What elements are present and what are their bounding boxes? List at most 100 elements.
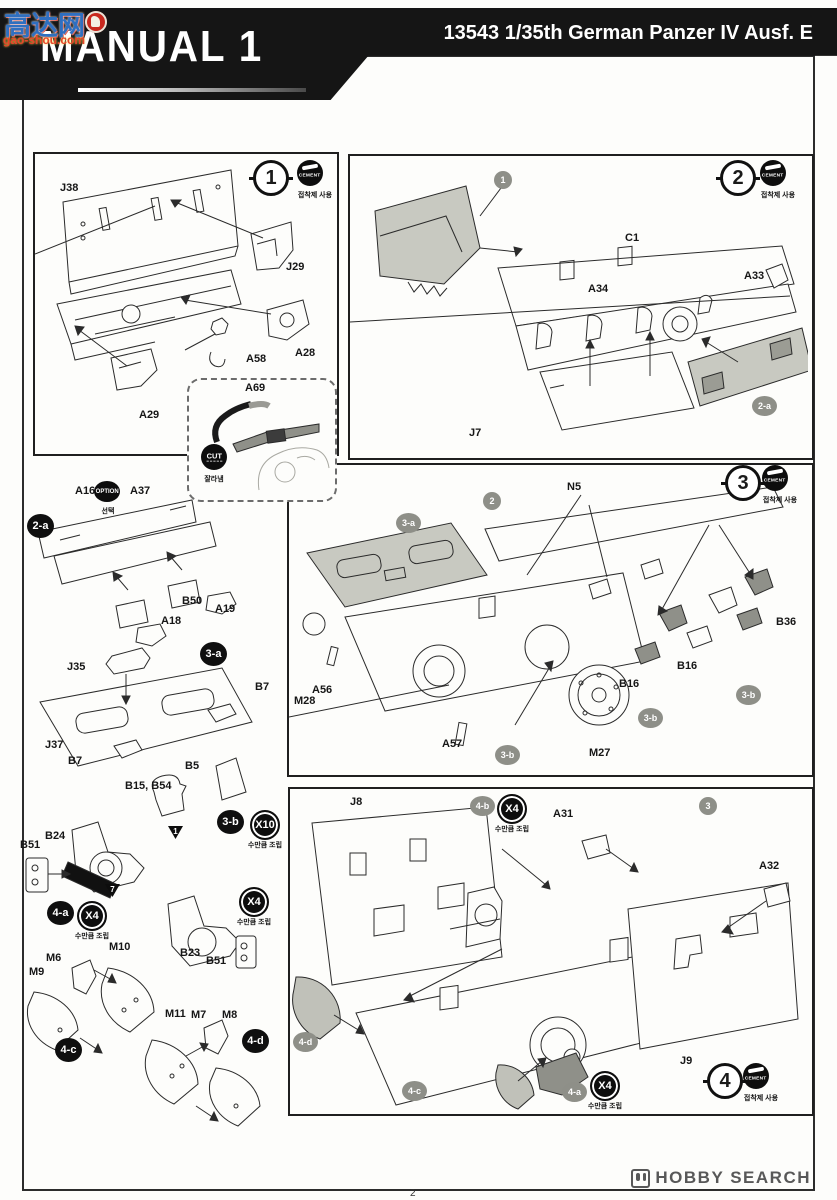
- part-label-a31: A31: [553, 808, 574, 820]
- ref-badge-step1-result: 1: [494, 171, 512, 189]
- x4-multiplier-icon-b23: X4: [239, 887, 269, 917]
- subassembly-drawings: [25, 499, 261, 1127]
- cut-icon: CUT: [201, 444, 227, 470]
- part-label-b23: B23: [180, 947, 201, 959]
- part-label-b16-1: B16: [619, 678, 640, 690]
- step1-exploded-view-drawing: [35, 169, 310, 391]
- part-label-m10: M10: [109, 941, 131, 953]
- step3-exploded-view-drawing: [289, 486, 784, 747]
- ref-badge-step2-result: 2: [483, 492, 501, 510]
- ref-badge-4d: 4-d: [293, 1032, 318, 1052]
- part-label-b5: B5: [185, 760, 200, 772]
- part-label-m8: M8: [222, 1009, 238, 1021]
- part-label-m28: M28: [294, 695, 316, 707]
- manual-title-underline: [78, 88, 306, 92]
- option-caption: 선택: [101, 508, 115, 515]
- part-label-a37: A37: [130, 485, 151, 497]
- part-label-m9: M9: [29, 966, 45, 978]
- part-label-b24: B24: [45, 830, 66, 842]
- product-title: 13543 1/35th German Panzer IV Ausf. E: [443, 22, 813, 44]
- subassembly-badge-4a: 4-a: [47, 901, 74, 925]
- part-label-j38: J38: [60, 182, 79, 194]
- part-label-a34: A34: [588, 283, 609, 295]
- part-label-a56: A56: [312, 684, 333, 696]
- watermark-site-name: 高达网: [4, 11, 85, 41]
- ref-badge-3b-2: 3-b: [638, 708, 663, 728]
- x4-multiplier-icon-4a-panel: X4: [590, 1071, 620, 1101]
- part-label-j37: J37: [45, 739, 64, 751]
- step1-panel: [33, 152, 339, 456]
- hobby-search-logo: HOBBY SEARCH: [631, 1168, 811, 1188]
- cement-icon-step1: CEMENT: [297, 160, 323, 186]
- part-label-j7: J7: [469, 427, 482, 439]
- step2-number: 2: [716, 160, 760, 196]
- step2-panel: [348, 154, 814, 460]
- ref-badge-3a: 3-a: [396, 513, 421, 533]
- step4-panel: [288, 787, 814, 1116]
- part-label-m11: M11: [165, 1008, 186, 1020]
- part-label-c1: C1: [625, 232, 640, 244]
- part-label-a57: A57: [442, 738, 463, 750]
- subassembly-badge-3a: 3-a: [200, 642, 227, 666]
- subassembly-badge-2a: 2-a: [27, 514, 54, 538]
- part-label-a19: A19: [215, 603, 236, 615]
- part-label-a18: A18: [161, 615, 182, 627]
- part-label-j8: J8: [350, 796, 363, 808]
- cement-caption-step1: 접착제 사용: [297, 192, 333, 199]
- ref-badge-4c: 4-c: [402, 1081, 427, 1101]
- part-label-a16: A16: [75, 485, 96, 497]
- x4-caption-4b: 수만큼 조립: [494, 826, 530, 833]
- cut-caption: 잘라냄: [204, 476, 224, 483]
- option-icon: OPTION: [94, 481, 120, 502]
- step4-number: 4: [703, 1063, 747, 1099]
- x4-multiplier-icon-4a: X4: [77, 901, 107, 931]
- x4-caption-4a-panel: 수만큼 조립: [587, 1103, 623, 1110]
- subassembly-badge-4d: 4-d: [242, 1029, 269, 1053]
- part-label-a33: A33: [744, 270, 765, 282]
- watermark-logo: 高达网: [4, 4, 107, 43]
- part-label-a29: A29: [139, 409, 160, 421]
- cement-icon-step4: CEMENT: [743, 1063, 769, 1089]
- cement-icon-step3: CEMENT: [762, 465, 788, 491]
- part-label-j29: J29: [286, 261, 305, 273]
- step2-exploded-view-drawing: [350, 175, 808, 431]
- hobby-search-icon: [631, 1168, 651, 1188]
- part-label-b15-b54: B15, B54: [125, 780, 172, 792]
- part-label-b36: B36: [776, 616, 797, 628]
- manual-title: MANUAL 1: [40, 22, 264, 71]
- part-label-m6: M6: [46, 952, 62, 964]
- part-label-n5: N5: [567, 481, 582, 493]
- part-label-b7-2: B7: [68, 755, 83, 767]
- ref-badge-step3-result: 3: [699, 797, 717, 815]
- part-label-m27: M27: [589, 747, 611, 759]
- cut-instruction-drawing: [212, 401, 330, 491]
- x10-multiplier-icon: X10: [250, 810, 280, 840]
- watermark-url: gao-shou.com: [3, 33, 86, 47]
- part-label-j9: J9: [680, 1055, 693, 1067]
- ref-badge-2a: 2-a: [752, 396, 777, 416]
- cement-caption-step3: 접착제 사용: [762, 497, 798, 504]
- part-label-b51-1: B51: [20, 839, 41, 851]
- x4-caption-4a: 수만큼 조립: [74, 933, 110, 940]
- ref-badge-3b-1: 3-b: [495, 745, 520, 765]
- part-label-a32: A32: [759, 860, 780, 872]
- part-label-b7-1: B7: [255, 681, 270, 693]
- cement-caption-step2: 접착제 사용: [760, 192, 796, 199]
- part-label-m7: M7: [191, 1009, 207, 1021]
- cement-icon-step2: CEMENT: [760, 160, 786, 186]
- page-number: 2: [410, 1188, 416, 1199]
- hobby-search-wordmark: HOBBY SEARCH: [655, 1168, 811, 1187]
- cement-caption-step4: 접착제 사용: [743, 1095, 779, 1102]
- x4-caption-b23: 수만큼 조립: [236, 919, 272, 926]
- part-label-j35: J35: [67, 661, 86, 673]
- ref-badge-4b: 4-b: [470, 796, 495, 816]
- page-frame: [22, 55, 815, 1191]
- x10-caption: 수만큼 조립: [247, 842, 283, 849]
- ref-badge-4a: 4-a: [562, 1082, 587, 1102]
- part-label-b16-2: B16: [677, 660, 698, 672]
- cut-instruction-box: A69 CUT 잘라냄: [187, 378, 337, 502]
- part-label-a58: A58: [246, 353, 267, 365]
- part-label-a69: A69: [245, 382, 266, 394]
- subassembly-badge-4c: 4-c: [55, 1038, 82, 1062]
- subassembly-badge-3b: 3-b: [217, 810, 244, 834]
